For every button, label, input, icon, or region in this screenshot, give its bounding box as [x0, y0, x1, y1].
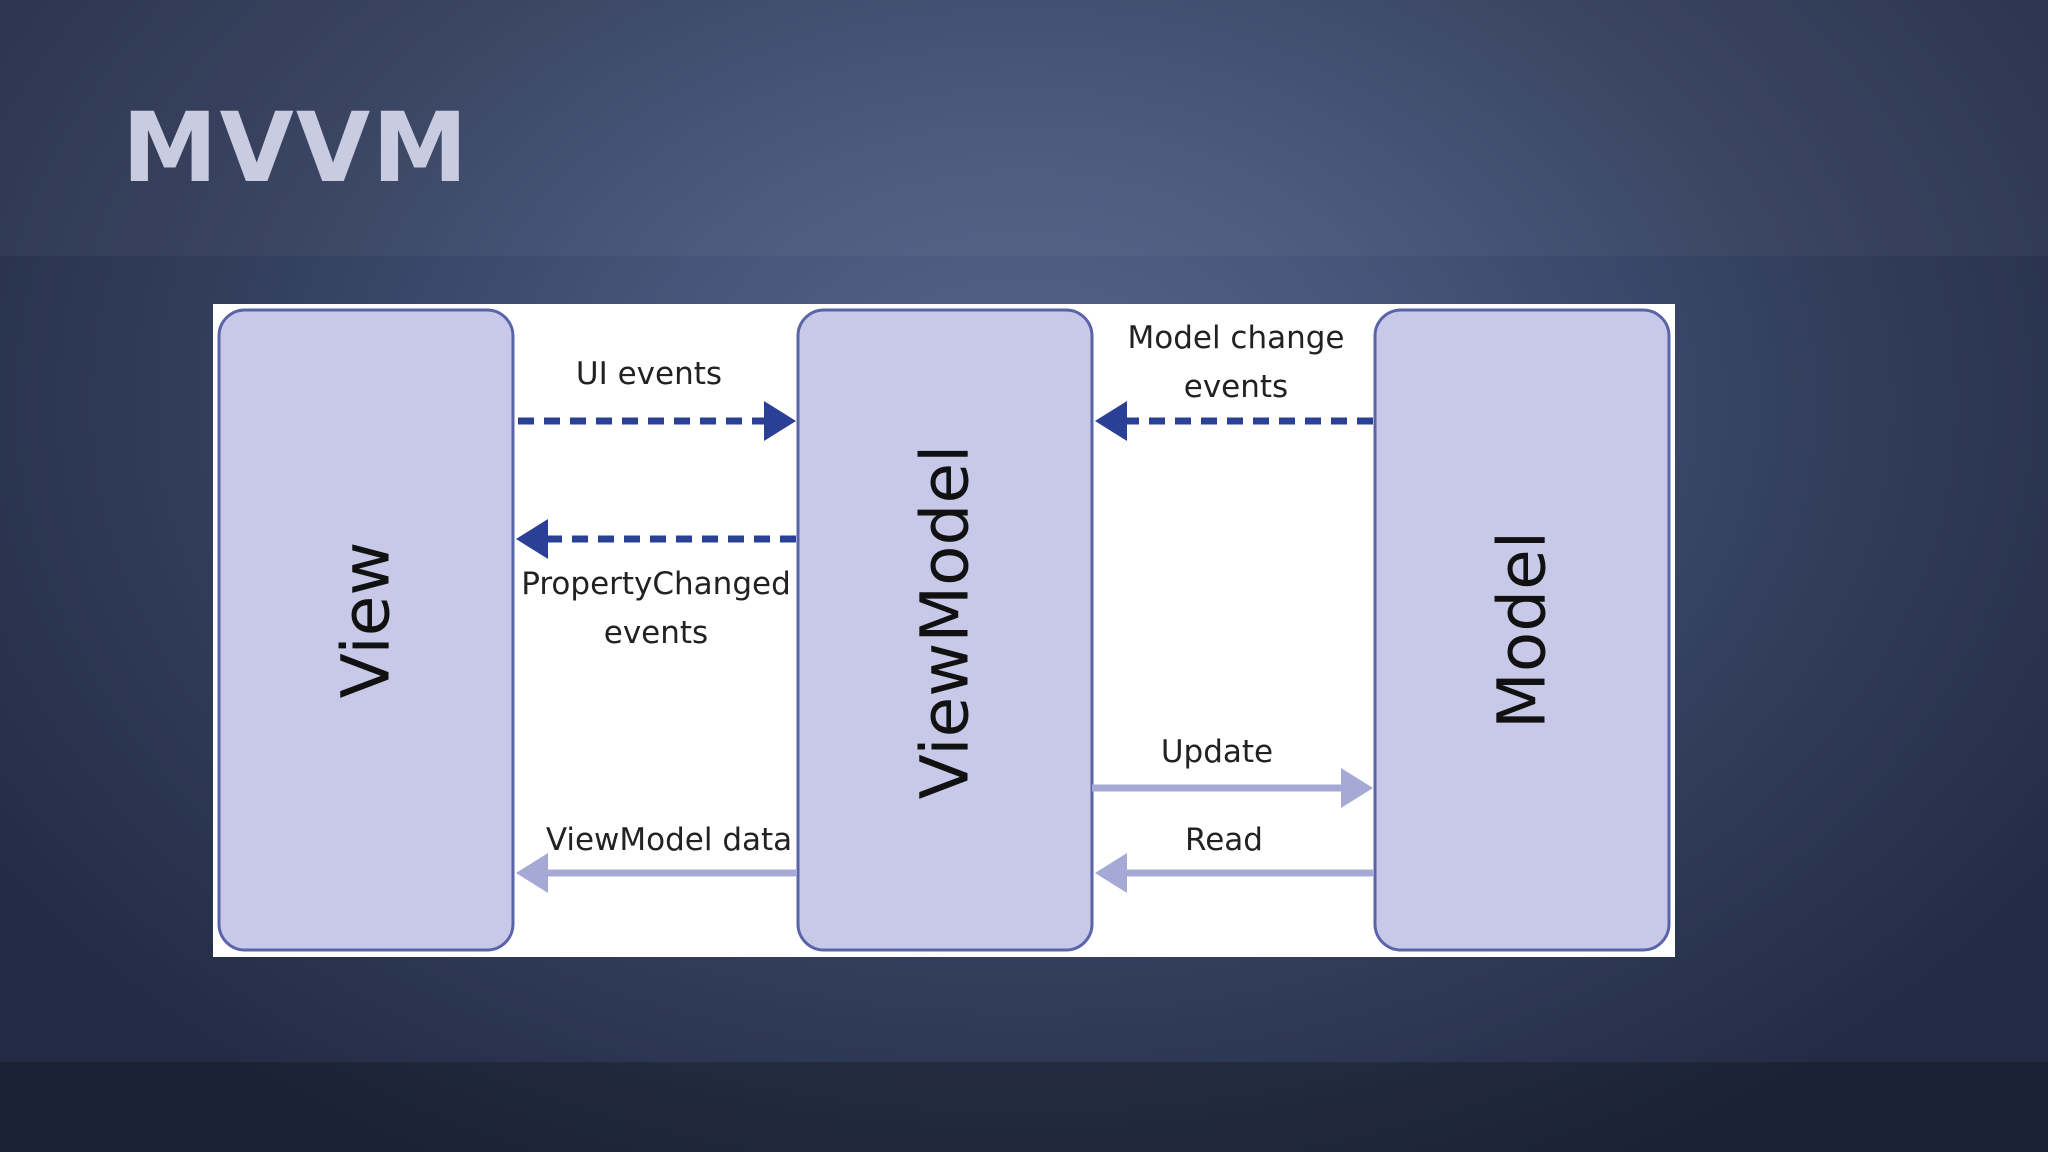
model-label: Model	[1484, 531, 1561, 729]
property-changed-arrowhead	[516, 519, 548, 559]
ui-events-arrowhead	[764, 401, 796, 441]
property-changed-label-2: events	[604, 615, 708, 651]
update-arrowhead	[1341, 768, 1373, 808]
model-change-label: Model change	[1127, 320, 1344, 356]
view-box	[217, 308, 515, 952]
mvvm-diagram: View ViewModel Model UI events PropertyC…	[213, 304, 1675, 957]
diagram-canvas: View ViewModel Model UI events PropertyC…	[217, 308, 1671, 952]
viewmodel-data-arrowhead	[516, 853, 548, 893]
property-changed-label: PropertyChanged	[521, 566, 791, 602]
model-change-arrowhead	[1095, 401, 1127, 441]
read-label: Read	[1185, 822, 1263, 858]
view-label: View	[328, 542, 405, 699]
model-change-label-2: events	[1184, 369, 1288, 405]
ui-events-label: UI events	[576, 356, 722, 392]
model-box	[1373, 308, 1671, 952]
read-arrowhead	[1095, 853, 1127, 893]
footer-band	[0, 1062, 2048, 1152]
viewmodel-box	[796, 308, 1094, 952]
slide-title: MVVM	[122, 92, 470, 204]
viewmodel-label: ViewModel	[907, 445, 984, 800]
update-label: Update	[1161, 734, 1273, 770]
viewmodel-data-label: ViewModel data	[546, 822, 792, 858]
